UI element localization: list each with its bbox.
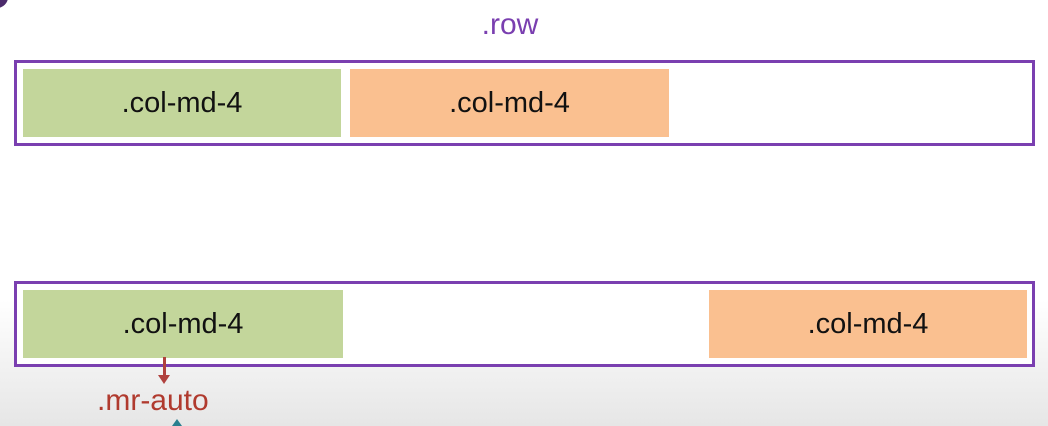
col-box-bottom-right: .col-md-4 bbox=[709, 290, 1027, 358]
row-label: .row bbox=[481, 8, 539, 41]
margin-right-auto-label: .mr-auto bbox=[97, 384, 209, 417]
col-box-top-right: .col-md-4 bbox=[350, 69, 669, 137]
corner-bullet bbox=[0, 0, 8, 8]
arrow-shaft bbox=[163, 357, 166, 377]
arrow-down-icon bbox=[158, 375, 170, 384]
teal-arrow-tip-icon bbox=[172, 419, 182, 426]
col-box-top-left: .col-md-4 bbox=[23, 69, 341, 137]
row-container-top: .col-md-4 .col-md-4 bbox=[14, 60, 1035, 146]
col-box-bottom-left: .col-md-4 bbox=[23, 290, 343, 358]
row-container-bottom: .col-md-4 .col-md-4 bbox=[14, 281, 1035, 367]
